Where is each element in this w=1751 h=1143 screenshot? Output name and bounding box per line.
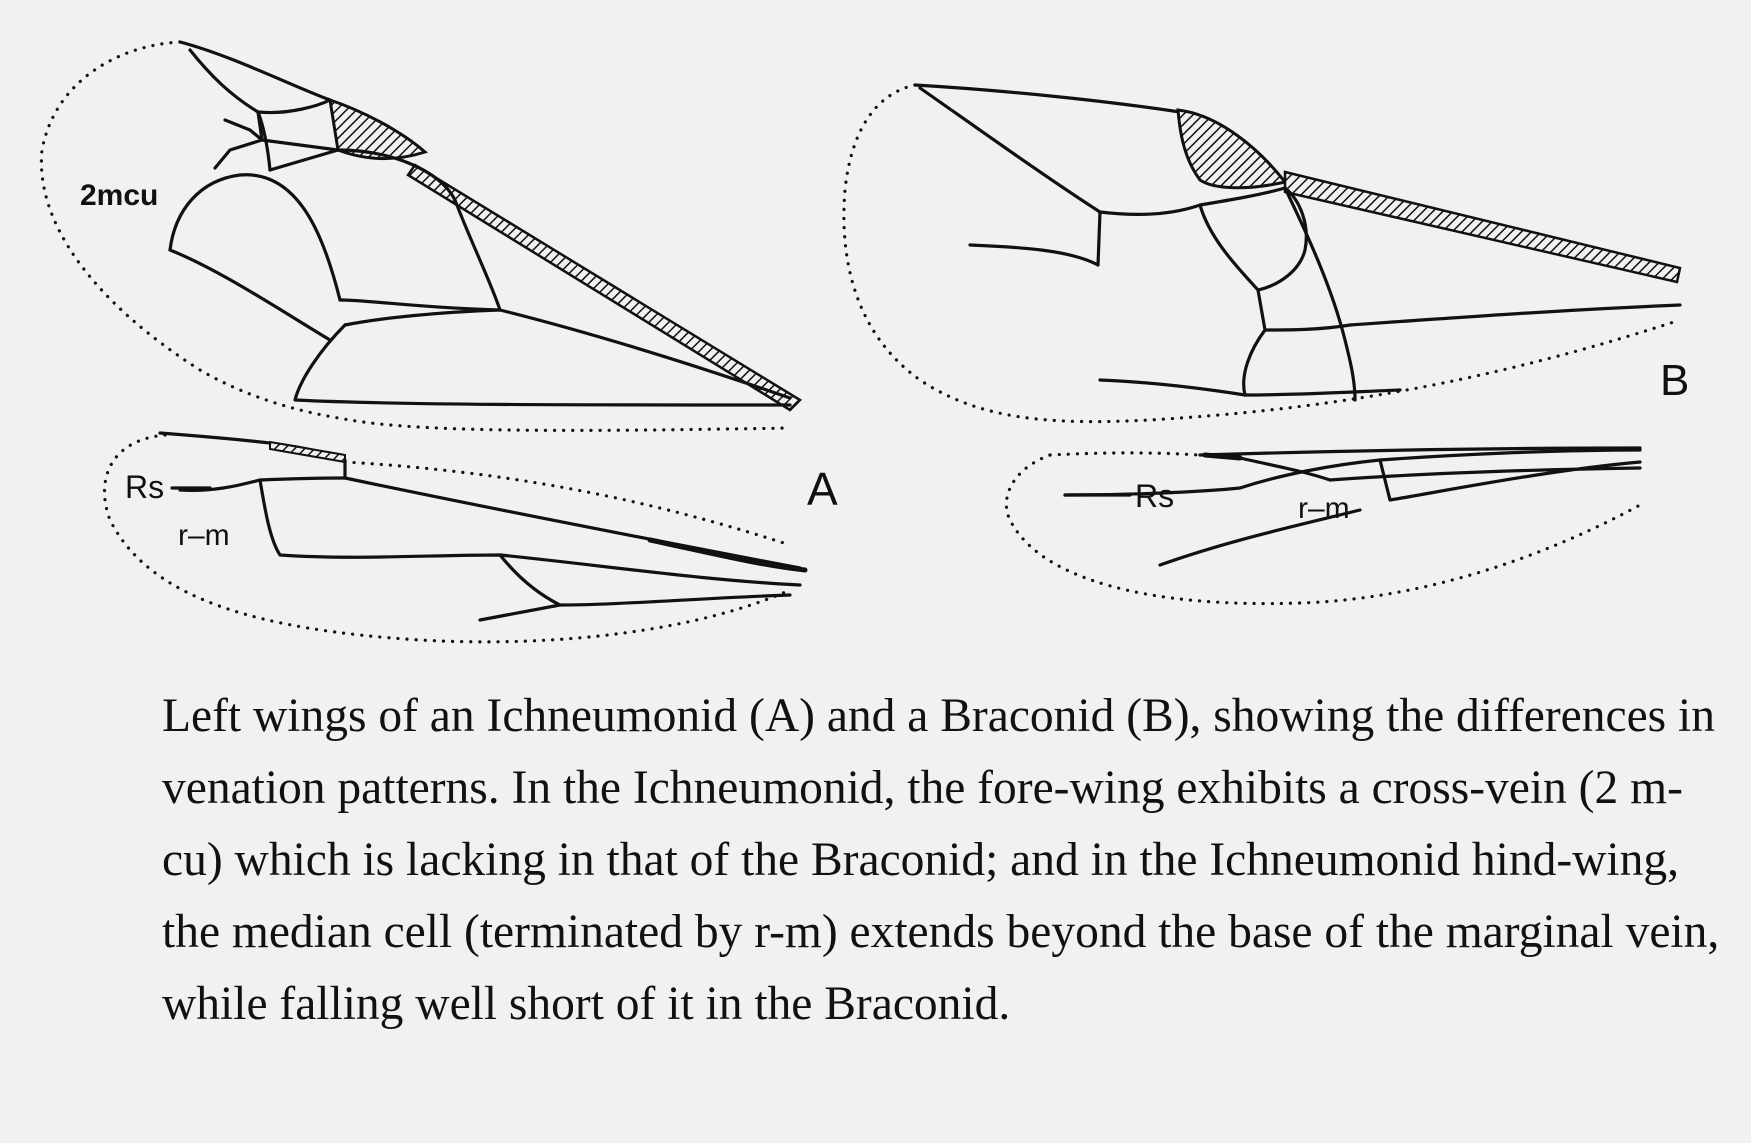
label-figure-b: B xyxy=(1660,356,1689,405)
figure-caption: Left wings of an Ichneumonid (A) and a B… xyxy=(162,680,1722,1040)
braconid-hind-wing xyxy=(1006,448,1640,604)
label-rm-a: r–m xyxy=(178,519,230,552)
label-rs-a: Rs xyxy=(125,469,164,505)
fore-wing-a-outline xyxy=(41,42,790,430)
label-rs-b: Rs xyxy=(1135,478,1174,514)
label-figure-a: A xyxy=(807,463,838,515)
ichneumonid-fore-wing xyxy=(41,42,800,430)
label-2mcu: 2mcu xyxy=(80,179,158,212)
label-rm-b: r–m xyxy=(1298,492,1350,525)
braconid-fore-wing xyxy=(844,85,1680,422)
